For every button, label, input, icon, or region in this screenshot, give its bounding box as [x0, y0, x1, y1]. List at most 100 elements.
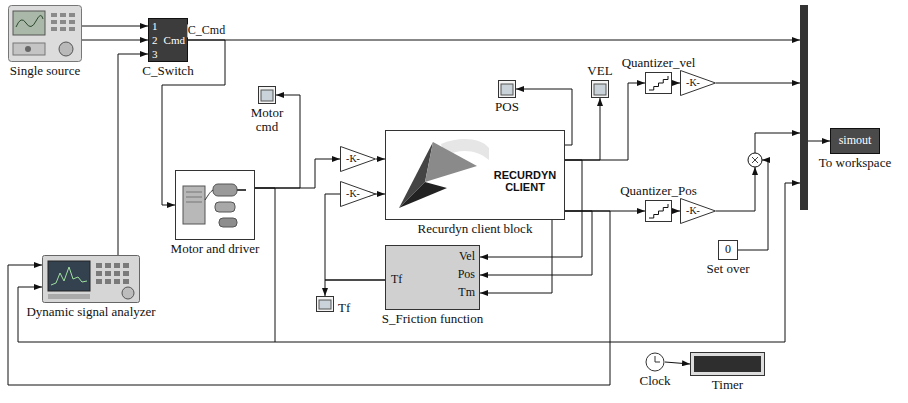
- shape-rect: [219, 218, 237, 227]
- shape-rect: [105, 271, 111, 276]
- wire-path: [186, 192, 202, 202]
- quant-shape: [645, 200, 672, 222]
- shape-circle: [59, 42, 73, 56]
- signal-line: [376, 194, 385, 195]
- shape-rect: [317, 297, 334, 312]
- block-caption: Timer: [712, 378, 743, 392]
- signal-line: [118, 54, 148, 255]
- shape-rect: [114, 279, 120, 284]
- motor-driver-block: Motor and driver: [175, 170, 255, 240]
- logo-text: RECURDYN CLIENT: [490, 169, 560, 193]
- block-caption: Motor cmd: [244, 106, 290, 135]
- signal-wire: [716, 83, 800, 84]
- port-name: Vel: [459, 250, 475, 263]
- gain-block: -K-: [680, 70, 716, 96]
- shape-rect: [69, 13, 75, 17]
- port-number: 2: [152, 34, 158, 46]
- gain-value: -K-: [686, 78, 700, 88]
- display-block: Timer: [690, 352, 765, 376]
- wire-path: [237, 189, 246, 191]
- signal-line: [255, 159, 340, 188]
- signal-line: [565, 83, 645, 160]
- block-caption: POS: [495, 100, 519, 114]
- signal-name: C_Cmd: [187, 24, 226, 37]
- shape-rect: [594, 84, 606, 95]
- shape-polygon: [681, 199, 716, 224]
- shape-circle: [122, 287, 134, 299]
- shape-rect: [105, 263, 111, 268]
- block-text: simout: [839, 134, 872, 147]
- shape-rect: [123, 263, 129, 268]
- scope-block: POS: [498, 80, 516, 98]
- signal-wire: [808, 141, 830, 142]
- signal-line: [325, 280, 385, 296]
- signal-wire: [738, 160, 768, 250]
- wire-path: [51, 267, 87, 285]
- wire-path: [655, 356, 660, 362]
- wire-path: [399, 182, 447, 208]
- shape-rect: [48, 294, 90, 299]
- signal-line: [376, 159, 385, 160]
- shape-rect: [48, 261, 90, 291]
- shape-rect: [13, 43, 45, 55]
- block-caption: Clock: [639, 374, 670, 388]
- signal-line: [82, 40, 148, 41]
- shape-rect: [51, 13, 57, 17]
- port-name: Tf: [391, 273, 402, 286]
- signal-wire: [755, 133, 800, 153]
- signal-source-block: Single source: [8, 5, 82, 62]
- signal-wire: [716, 167, 755, 211]
- shape-rect: [60, 13, 66, 17]
- block-caption: VEL: [587, 64, 612, 78]
- gain-value: -K-: [686, 206, 700, 216]
- mux-bar: [800, 5, 808, 210]
- timer-shape: [690, 352, 765, 376]
- shape-rect: [592, 81, 609, 98]
- block-caption: C_Switch: [142, 64, 193, 78]
- block-caption: Quantizer_Pos: [620, 184, 697, 198]
- block-caption: Quantizer_vel: [622, 56, 696, 70]
- signal-line: [565, 98, 600, 160]
- shape-rect: [183, 186, 205, 224]
- shape-polygon: [341, 182, 376, 207]
- scope-block: Tf: [316, 296, 334, 312]
- block-caption: S_Friction function: [382, 312, 483, 326]
- source-shape: [8, 5, 82, 62]
- gain-value: -K-: [346, 154, 360, 164]
- quantizer-block: Quantizer_vel: [645, 72, 672, 94]
- signal-line: [82, 26, 148, 27]
- shape-rect: [259, 87, 276, 104]
- shape-rect: [319, 300, 331, 309]
- shape-circle: [646, 353, 664, 371]
- shape-rect: [176, 171, 255, 240]
- shape-rect: [261, 90, 273, 101]
- wire-path: [425, 142, 477, 182]
- shape-rect: [105, 279, 111, 284]
- block-caption: Set over: [707, 262, 750, 276]
- shape-rect: [60, 27, 66, 31]
- shape-polygon: [341, 147, 376, 172]
- shape-rect: [13, 11, 45, 35]
- motor-shape: [175, 170, 255, 240]
- scope-shape: [258, 86, 276, 104]
- s-function-block: TfVelPosTmS_Friction function: [385, 245, 480, 310]
- workspace-block: simoutTo workspace: [830, 128, 880, 154]
- wire-path: [16, 15, 43, 27]
- signal-line: [325, 194, 385, 280]
- shape-rect: [646, 201, 672, 222]
- shape-rect: [386, 246, 480, 310]
- wire-path: [649, 204, 668, 218]
- shape-rect: [60, 20, 66, 24]
- block-caption: Motor and driver: [171, 242, 260, 256]
- shape-rect: [96, 263, 102, 268]
- signal-line: [480, 211, 592, 275]
- block-caption: Dynamic signal analyzer: [26, 305, 155, 319]
- shape-rect: [213, 184, 237, 196]
- block-caption: To workspace: [819, 156, 891, 170]
- gain-block: -K-: [340, 181, 376, 207]
- scope-shape: [316, 296, 334, 312]
- quantizer-block: Quantizer_Pos: [645, 200, 672, 222]
- shape-rect: [69, 20, 75, 24]
- sum-symbol: [748, 153, 762, 167]
